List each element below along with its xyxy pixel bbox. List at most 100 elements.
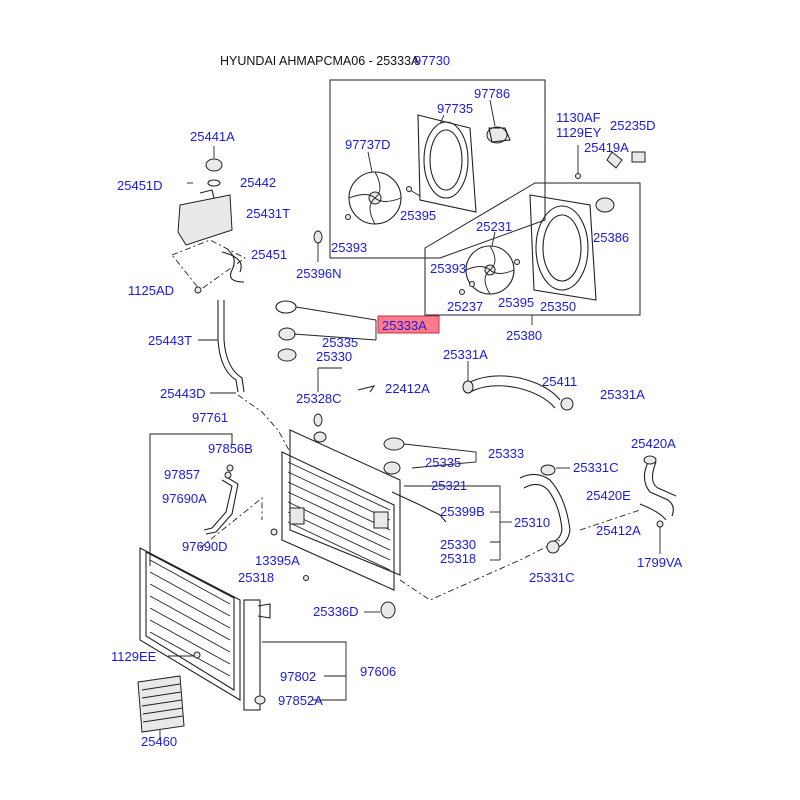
leader-25335 [293, 333, 377, 341]
fan-motor-25386 [595, 197, 615, 213]
label-97690A[interactable]: 97690A [162, 491, 207, 506]
label-97737D[interactable]: 97737D [345, 137, 391, 152]
cap-25333 [383, 437, 405, 451]
label-22412A[interactable]: 22412A [385, 381, 430, 396]
label-25336D[interactable]: 25336D [313, 604, 359, 619]
label-25335-a[interactable]: 25335 [322, 335, 358, 350]
pipe-97690A [203, 479, 233, 531]
leader-25333 [403, 443, 477, 469]
label-97857[interactable]: 97857 [164, 467, 200, 482]
shroud-ring-inner [429, 129, 463, 191]
label-25393-a[interactable]: 25393 [331, 240, 367, 255]
label-97761[interactable]: 97761 [192, 410, 228, 425]
label-25411[interactable]: 25411 [542, 374, 577, 389]
label-25420E[interactable]: 25420E [586, 488, 631, 503]
label-97730[interactable]: 97730 [414, 53, 450, 68]
label-25333[interactable]: 25333 [488, 446, 524, 461]
label-97852A[interactable]: 97852A [278, 693, 323, 708]
clamp-25331C-b [546, 540, 560, 554]
label-25420A[interactable]: 25420A [631, 436, 676, 451]
label-25328C[interactable]: 25328C [296, 391, 342, 406]
cap-group-25330 [275, 300, 377, 427]
label-25419A[interactable]: 25419A [584, 140, 629, 155]
radiator-dash [399, 539, 561, 601]
label-25237[interactable]: 25237 [447, 299, 483, 314]
label-25443D[interactable]: 25443D [160, 386, 206, 401]
cap-97852A [254, 695, 266, 705]
label-25333A[interactable]: 25333A [382, 318, 427, 333]
label-13395A[interactable]: 13395A [255, 553, 300, 568]
clamp-25331C [540, 464, 556, 476]
bolt-head [406, 186, 412, 192]
label-1129EY[interactable]: 1129EY [556, 125, 602, 140]
label-25335-b[interactable]: 25335 [425, 455, 461, 470]
label-97786[interactable]: 97786 [474, 86, 510, 101]
label-1130AF[interactable]: 1130AF [556, 110, 601, 125]
leader-25333A [295, 306, 377, 321]
label-25310[interactable]: 25310 [514, 515, 550, 530]
nut-25393b [469, 281, 475, 287]
label-25231[interactable]: 25231 [476, 219, 512, 234]
radiator-fins [287, 461, 391, 571]
label-97856B[interactable]: 97856B [208, 441, 253, 456]
leader-97735 [439, 114, 445, 125]
reservoir-dash [171, 239, 246, 291]
hose-25451-b [221, 251, 242, 273]
bolt-1129EE [193, 651, 201, 659]
label-25443T[interactable]: 25443T [148, 333, 192, 348]
shroud2-ring [535, 205, 589, 291]
label-97690D[interactable]: 97690D [182, 539, 228, 554]
shroud-ring [423, 121, 469, 199]
label-25330-b[interactable]: 25330 [440, 537, 476, 552]
label-25460[interactable]: 25460 [141, 734, 177, 749]
condenser-body [139, 547, 241, 701]
label-1125AD[interactable]: 1125AD [128, 283, 174, 298]
label-25331A-right[interactable]: 25331A [600, 387, 645, 402]
label-25386[interactable]: 25386 [593, 230, 629, 245]
label-25442[interactable]: 25442 [240, 175, 276, 190]
cap-25441A [205, 158, 223, 172]
hose-25420E [639, 503, 667, 521]
label-1129EE[interactable]: 1129EE [111, 649, 157, 664]
label-25318-b[interactable]: 25318 [440, 551, 476, 566]
label-97735[interactable]: 97735 [437, 101, 473, 116]
bolt-1799VA-head [656, 520, 664, 528]
leader-25231 [491, 231, 496, 247]
upper-hose-group [462, 361, 574, 411]
label-25331A-top[interactable]: 25331A [443, 347, 488, 362]
pipe-97690A-b [205, 477, 239, 535]
label-25321[interactable]: 25321 [431, 478, 467, 493]
label-25399B[interactable]: 25399B [440, 504, 485, 519]
bolt-1130AF-head [575, 173, 581, 179]
hose-25411-b [469, 385, 556, 409]
hose-25420A-b [651, 461, 677, 497]
label-25331C-top[interactable]: 25331C [573, 460, 619, 475]
label-25318-a[interactable]: 25318 [238, 570, 274, 585]
label-1799VA[interactable]: 1799VA [637, 555, 683, 570]
label-25380[interactable]: 25380 [506, 328, 542, 343]
oil-cooler-fins [141, 683, 184, 723]
leader-97737D [367, 151, 373, 173]
label-25235D[interactable]: 25235D [610, 118, 656, 133]
label-25331C-bottom[interactable]: 25331C [529, 570, 575, 585]
label-25393-b[interactable]: 25393 [430, 261, 466, 276]
condenser-fitting [257, 603, 271, 619]
label-25431T[interactable]: 25431T [246, 206, 290, 221]
label-25395-a[interactable]: 25395 [400, 208, 436, 223]
fan2-blades-lines [465, 245, 515, 295]
group-box-97761 [149, 433, 233, 566]
label-25395-b[interactable]: 25395 [498, 295, 534, 310]
label-97606[interactable]: 97606 [360, 664, 396, 679]
oil-hose-group [639, 455, 677, 554]
label-25396N[interactable]: 25396N [296, 266, 342, 281]
label-25330-a[interactable]: 25330 [316, 349, 352, 364]
hose-dash [237, 394, 291, 453]
group-box-25380 [424, 182, 641, 316]
label-25451[interactable]: 25451 [251, 247, 287, 262]
label-25451D[interactable]: 25451D [117, 178, 163, 193]
label-25350[interactable]: 25350 [540, 299, 576, 314]
label-97802[interactable]: 97802 [280, 669, 316, 684]
label-25412A[interactable]: 25412A [596, 523, 641, 538]
label-25441A[interactable]: 25441A [190, 129, 235, 144]
